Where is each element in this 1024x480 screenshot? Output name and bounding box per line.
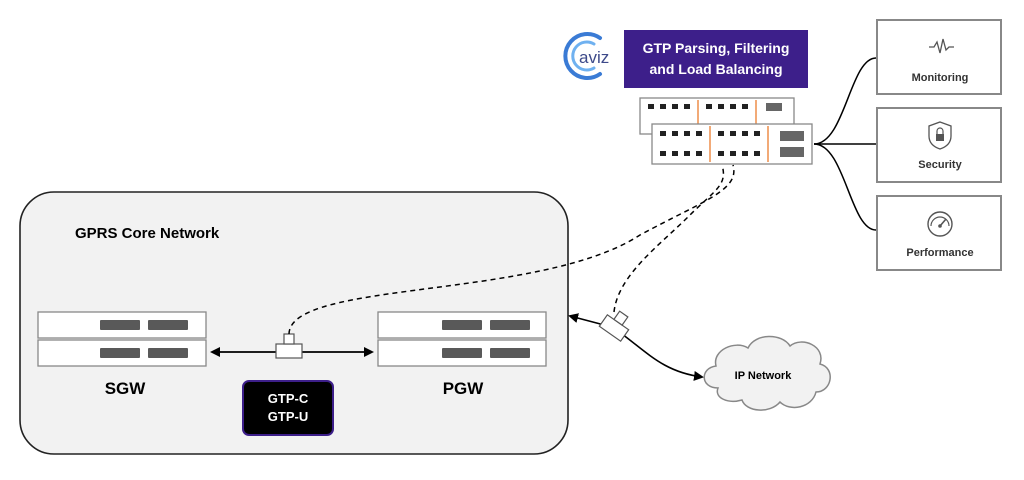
pgw-ip-link xyxy=(621,333,704,381)
sgw-label: SGW xyxy=(105,379,147,398)
lock-shield-icon xyxy=(928,121,952,150)
tool-fanout-lines xyxy=(813,57,877,231)
gauge-icon xyxy=(927,211,953,237)
tap-feed-dashed-1 xyxy=(288,164,735,335)
product-title-line2: and Load Balancing xyxy=(649,61,782,77)
tap-feed-dashed-2 xyxy=(613,164,725,313)
pgw-switch[interactable] xyxy=(377,311,547,367)
aviz-logo: aviz xyxy=(563,32,609,80)
tool-performance[interactable]: Performance xyxy=(876,195,1002,271)
network-tap-icon xyxy=(275,333,303,359)
tool-monitoring[interactable]: Monitoring xyxy=(876,19,1002,95)
sgw-switch[interactable] xyxy=(37,311,207,367)
product-title-line1: GTP Parsing, Filtering xyxy=(643,40,790,56)
tool-monitoring-label: Monitoring xyxy=(912,72,969,84)
protocol-gtp-u: GTP-U xyxy=(268,409,308,424)
pgw-label: PGW xyxy=(443,379,485,398)
tool-security-label: Security xyxy=(918,159,962,171)
product-title-box: GTP Parsing, Filtering and Load Balancin… xyxy=(624,30,808,88)
packet-broker-switch-front[interactable] xyxy=(651,123,813,165)
tool-security[interactable]: Security xyxy=(876,107,1002,183)
ip-network-label: IP Network xyxy=(735,370,793,382)
aviz-logo-text: aviz xyxy=(579,48,609,67)
tool-performance-label: Performance xyxy=(906,247,973,259)
ip-network-cloud[interactable]: IP Network xyxy=(703,335,831,411)
protocol-gtp-c: GTP-C xyxy=(268,391,309,406)
core-network-title: GPRS Core Network xyxy=(75,225,220,242)
pulse-icon xyxy=(929,38,954,54)
network-tap-icon xyxy=(598,310,630,343)
protocol-badge: GTP-C GTP-U xyxy=(242,380,334,436)
